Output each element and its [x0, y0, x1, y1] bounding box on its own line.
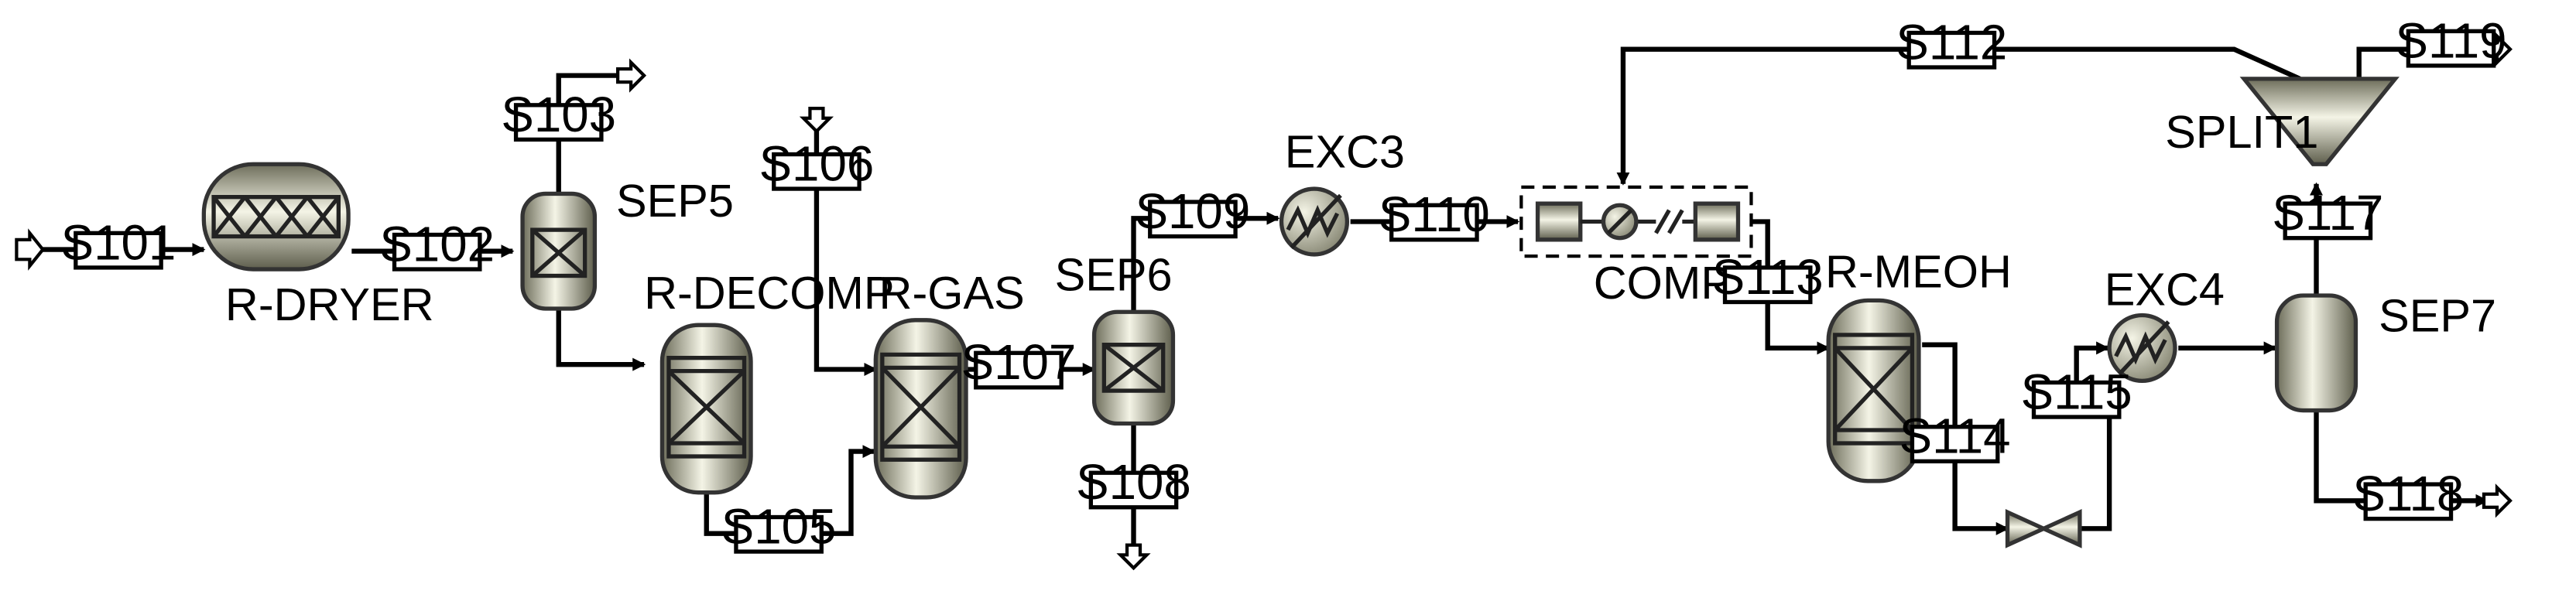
feed-arrow-s106	[799, 106, 834, 134]
tag-s118[interactable]: S118	[2352, 466, 2464, 521]
label-sep7: SEP7	[2379, 290, 2496, 342]
stream-s103-line[interactable]	[556, 69, 636, 194]
label-r-meoh: R-MEOH	[1825, 245, 2012, 297]
svg-text:S114: S114	[1899, 409, 2011, 464]
svg-text:S112: S112	[1896, 15, 2007, 70]
comp4-compressor[interactable]	[1519, 185, 1753, 258]
svg-text:S113: S113	[1712, 250, 1824, 305]
stream-s106-line[interactable]	[814, 114, 878, 376]
label-exc4: EXC4	[2105, 264, 2225, 316]
svg-text:S110: S110	[1379, 187, 1490, 242]
tag-s112[interactable]: S112	[1896, 15, 2007, 70]
label-sep5: SEP5	[616, 175, 734, 227]
svg-text:S115: S115	[2021, 364, 2132, 419]
label-r-decomp: R-DECOMP	[644, 267, 894, 319]
product-arrow-s118	[2482, 483, 2513, 518]
split1-splitter[interactable]	[2239, 77, 2400, 166]
svg-text:S117: S117	[2272, 186, 2383, 241]
r-decomp-vessel[interactable]	[659, 323, 753, 495]
tag-s103[interactable]: S103	[501, 87, 616, 142]
label-r-gas: R-GAS	[879, 267, 1025, 319]
svg-text:S118: S118	[2352, 466, 2464, 521]
label-exc3: EXC3	[1285, 125, 1405, 177]
product-arrow-s103	[616, 58, 647, 93]
tag-s114[interactable]: S114	[1899, 409, 2011, 464]
tag-s117[interactable]: S117	[2272, 186, 2383, 241]
tag-s107[interactable]: S107	[961, 335, 1077, 390]
tag-s115[interactable]: S115	[2021, 364, 2132, 419]
label-r-dryer: R-DRYER	[225, 278, 434, 330]
tag-s108[interactable]: S108	[1076, 455, 1191, 510]
tag-s113[interactable]: S113	[1712, 250, 1824, 305]
sep7-vessel[interactable]	[2274, 293, 2358, 413]
product-arrow-s108	[1116, 543, 1151, 571]
label-sep6: SEP6	[1055, 249, 1173, 301]
tag-s109[interactable]: S109	[1136, 184, 1251, 239]
svg-text:S103: S103	[501, 87, 616, 142]
valve[interactable]	[2005, 509, 2082, 548]
exc4-heater[interactable]	[2107, 313, 2177, 384]
tag-s105[interactable]: S105	[721, 499, 837, 554]
stream-s105-line[interactable]	[704, 445, 876, 536]
svg-text:S109: S109	[1136, 184, 1251, 239]
tag-s119[interactable]: S119	[2396, 13, 2507, 68]
tag-s110[interactable]: S110	[1379, 187, 1490, 242]
r-gas-vessel[interactable]	[873, 318, 968, 500]
label-split1: SPLIT1	[2165, 106, 2318, 158]
sep5-vessel[interactable]	[520, 191, 598, 311]
svg-text:S101: S101	[61, 215, 176, 270]
tag-s101[interactable]: S101	[61, 215, 176, 270]
r-dryer-vessel[interactable]	[201, 162, 351, 272]
exc3-heater[interactable]	[1279, 186, 1350, 257]
svg-text:S107: S107	[961, 335, 1077, 390]
r-meoh-vessel[interactable]	[1826, 298, 1921, 483]
svg-text:S108: S108	[1076, 455, 1191, 510]
tag-s102[interactable]: S102	[379, 217, 495, 272]
svg-text:S119: S119	[2396, 13, 2507, 68]
svg-text:S106: S106	[759, 136, 875, 191]
sep6-vessel[interactable]	[1091, 309, 1176, 426]
svg-text:S102: S102	[379, 217, 495, 272]
stream-sep5-bottom-line[interactable]	[556, 308, 646, 371]
tag-s106[interactable]: S106	[759, 136, 875, 191]
stream-tags: S101 S102 S103 S105 S106 S107 S108 S109 …	[61, 13, 2507, 554]
feed-arrow-s101	[15, 228, 46, 271]
svg-text:S105: S105	[721, 499, 837, 554]
